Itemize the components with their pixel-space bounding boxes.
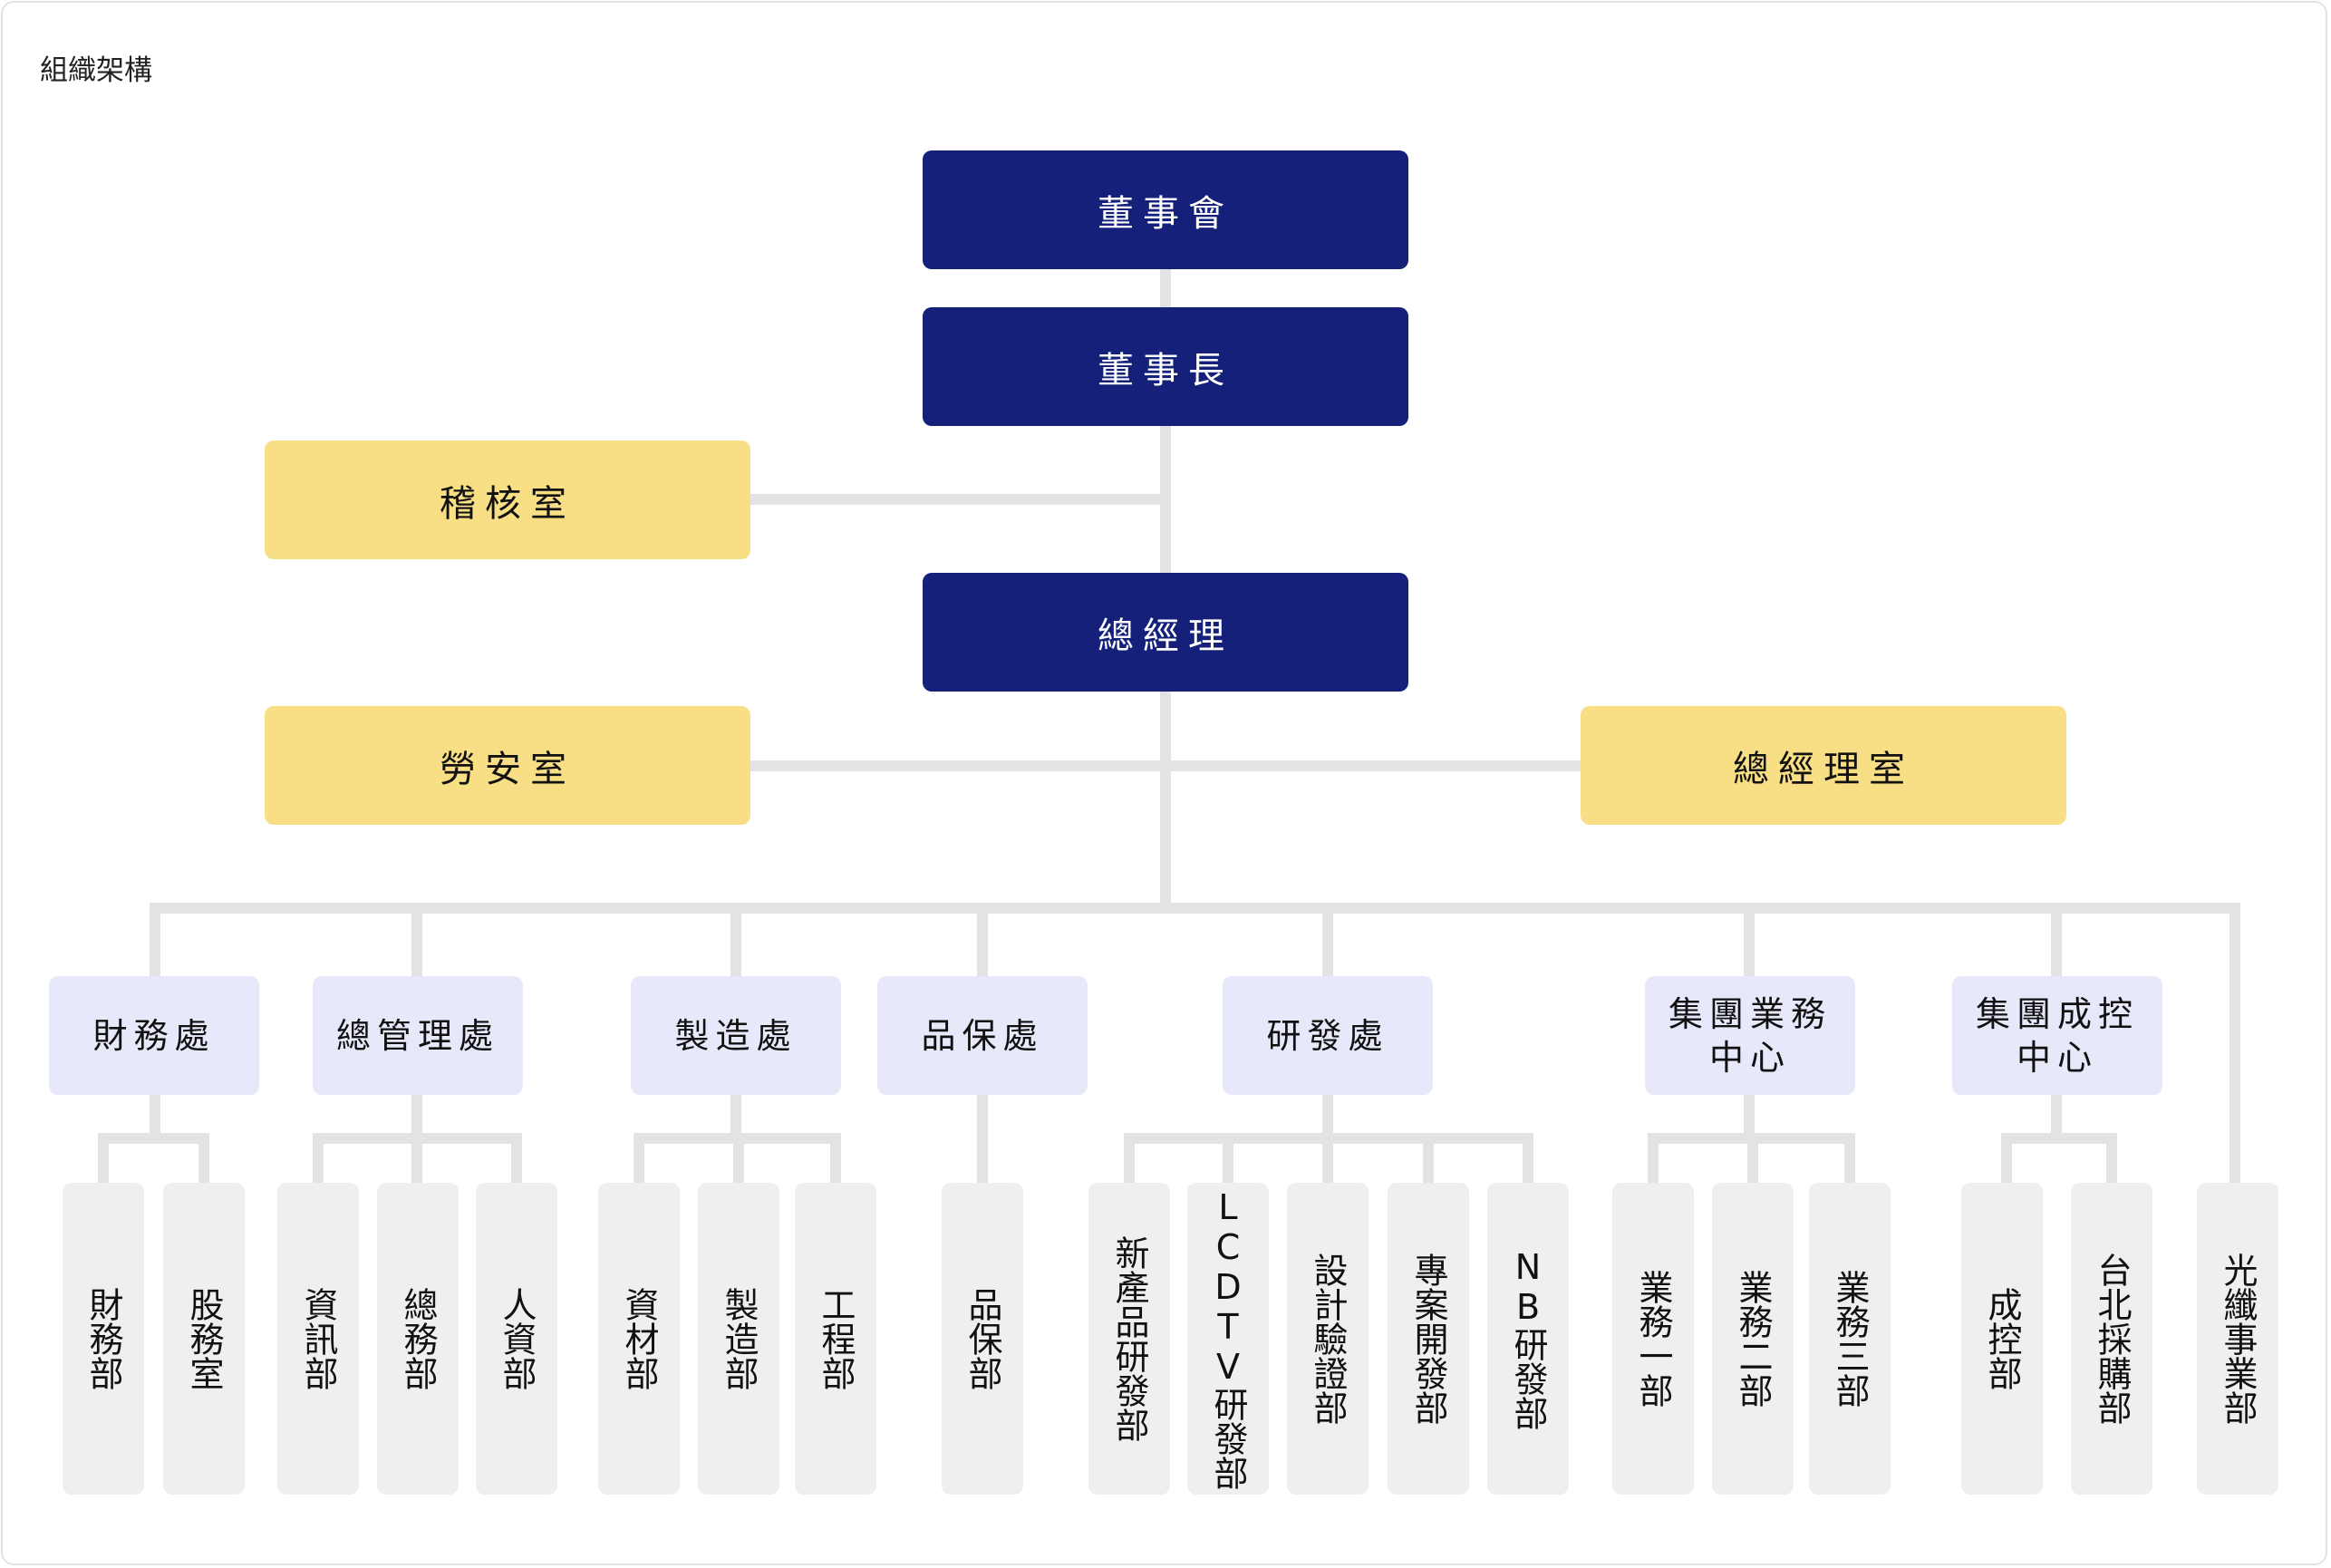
division-label: 集團業務中心 bbox=[1668, 993, 1832, 1078]
department-stock-affairs: 股務室 bbox=[163, 1183, 245, 1495]
division-quality-assurance: 品保處 bbox=[877, 976, 1088, 1095]
node-chairman: 董事長 bbox=[923, 307, 1408, 426]
node-audit: 稽核室 bbox=[265, 440, 750, 559]
department-sales-3: 業務三部 bbox=[1809, 1183, 1891, 1495]
department-label: 股務室 bbox=[184, 1287, 224, 1390]
department-label: 人資部 bbox=[497, 1287, 537, 1390]
department-general-affairs: 總務部 bbox=[377, 1183, 459, 1495]
node-chairman-label: 董事長 bbox=[1098, 349, 1233, 392]
department-nb-rnd: NB研發部 bbox=[1487, 1183, 1569, 1495]
node-audit-label: 稽核室 bbox=[440, 482, 575, 525]
division-label: 製造處 bbox=[674, 1015, 798, 1056]
node-president-label: 總經理 bbox=[1098, 615, 1233, 657]
division-label: 總管理處 bbox=[335, 1015, 499, 1056]
department-label: 業務二部 bbox=[1733, 1270, 1773, 1408]
node-labor-safety-label: 勞安室 bbox=[440, 748, 575, 790]
division-label: 集團成控中心 bbox=[1975, 993, 2139, 1078]
division-general-management: 總管理處 bbox=[313, 976, 523, 1095]
department-label: 業務三部 bbox=[1830, 1270, 1870, 1408]
department-label: 光纖事業部 bbox=[2218, 1253, 2258, 1425]
department-label: 總務部 bbox=[398, 1287, 438, 1390]
division-label: 品保處 bbox=[921, 1015, 1044, 1056]
department-design-verification: 設計驗證部 bbox=[1287, 1183, 1369, 1495]
department-lcdtv-rnd: LCDTV研發部 bbox=[1187, 1183, 1269, 1495]
department-materials: 資材部 bbox=[598, 1183, 680, 1495]
department-cost-control: 成控部 bbox=[1961, 1183, 2043, 1495]
department-sales-2: 業務二部 bbox=[1712, 1183, 1794, 1495]
department-manufacturing: 製造部 bbox=[698, 1183, 779, 1495]
department-label: 製造部 bbox=[719, 1287, 759, 1390]
department-finance: 財務部 bbox=[63, 1183, 144, 1495]
division-label: 研發處 bbox=[1266, 1015, 1389, 1056]
department-label: LCDTV研發部 bbox=[1208, 1187, 1248, 1490]
division-label: 財務處 bbox=[92, 1015, 216, 1056]
node-board-label: 董事會 bbox=[1098, 192, 1233, 235]
department-taipei-procurement: 台北採購部 bbox=[2071, 1183, 2152, 1495]
division-group-sales-center: 集團業務中心 bbox=[1645, 976, 1855, 1095]
node-labor-safety: 勞安室 bbox=[265, 706, 750, 825]
department-sales-1: 業務一部 bbox=[1612, 1183, 1694, 1495]
department-it: 資訊部 bbox=[277, 1183, 359, 1495]
department-label: 專案開發部 bbox=[1408, 1253, 1448, 1425]
node-president-office: 總經理室 bbox=[1581, 706, 2066, 825]
node-president: 總經理 bbox=[923, 573, 1408, 692]
department-label: NB研發部 bbox=[1508, 1247, 1548, 1430]
division-group-cost-control-center: 集團成控中心 bbox=[1952, 976, 2162, 1095]
department-project-development: 專案開發部 bbox=[1388, 1183, 1469, 1495]
node-president-office-label: 總經理室 bbox=[1733, 748, 1914, 790]
department-label: 工程部 bbox=[816, 1287, 856, 1390]
department-label: 品保部 bbox=[962, 1287, 1002, 1390]
division-manufacturing: 製造處 bbox=[631, 976, 841, 1095]
department-quality-assurance: 品保部 bbox=[942, 1183, 1023, 1495]
department-label: 資訊部 bbox=[298, 1287, 338, 1390]
department-optical-fiber-business: 光纖事業部 bbox=[2197, 1183, 2278, 1495]
department-new-product-rnd: 新產品研發部 bbox=[1088, 1183, 1170, 1495]
division-finance: 財務處 bbox=[49, 976, 259, 1095]
department-hr: 人資部 bbox=[476, 1183, 557, 1495]
department-label: 資材部 bbox=[619, 1287, 659, 1390]
department-label: 業務一部 bbox=[1633, 1270, 1673, 1408]
department-label: 新產品研發部 bbox=[1109, 1235, 1149, 1442]
department-label: 成控部 bbox=[1982, 1287, 2022, 1390]
department-engineering: 工程部 bbox=[795, 1183, 876, 1495]
page-title: 組織架構 bbox=[40, 54, 152, 87]
department-label: 財務部 bbox=[83, 1287, 123, 1390]
department-label: 台北採購部 bbox=[2092, 1253, 2132, 1425]
node-board: 董事會 bbox=[923, 150, 1408, 269]
department-label: 設計驗證部 bbox=[1308, 1253, 1348, 1425]
division-rnd: 研發處 bbox=[1223, 976, 1433, 1095]
